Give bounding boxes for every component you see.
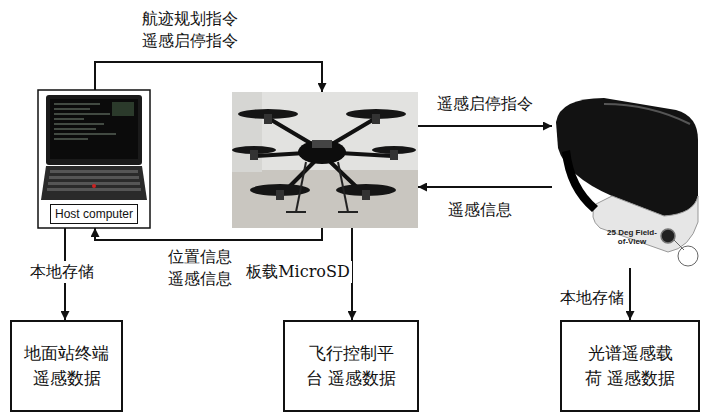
edge-label: 位置信息 遥感信息: [161, 246, 239, 291]
box-text: 地面站终端 遥感数据: [19, 341, 114, 392]
drone-picture: [232, 92, 418, 228]
box-text: 飞行控制平台 遥感数据: [303, 341, 398, 392]
lens-label: 25 Deg Field-of-View: [606, 228, 658, 246]
device-label: Host computer: [50, 204, 138, 224]
box-text: 光谱遥感载荷 遥感数据: [582, 341, 677, 392]
connector-arrow: [418, 125, 552, 127]
edge-label: 遥感启停指令: [435, 93, 535, 115]
edge-label: 本地存储: [558, 287, 626, 309]
edge-label: 遥感信息: [446, 199, 514, 221]
drone-node: [232, 92, 418, 228]
storage-box: 地面站终端 遥感数据: [10, 320, 123, 412]
laptop-node: Host computer: [38, 90, 150, 228]
edge-label: 航迹规划指令 遥感启停指令: [135, 8, 245, 53]
edge-label: 板载MicroSD: [244, 261, 352, 283]
connector-arrow: [95, 228, 322, 240]
connector-arrow: [629, 268, 631, 320]
storage-box: 光谱遥感载荷 遥感数据: [560, 320, 700, 412]
sensor-node: 25 Deg Field-of-View: [552, 88, 700, 268]
edge-label: 本地存储: [28, 261, 96, 283]
connector-arrow: [95, 62, 322, 92]
storage-box: 飞行控制平台 遥感数据: [283, 320, 419, 412]
connector-arrow: [418, 186, 552, 188]
sensor-picture: [556, 98, 698, 266]
laptop-picture: [38, 90, 150, 228]
